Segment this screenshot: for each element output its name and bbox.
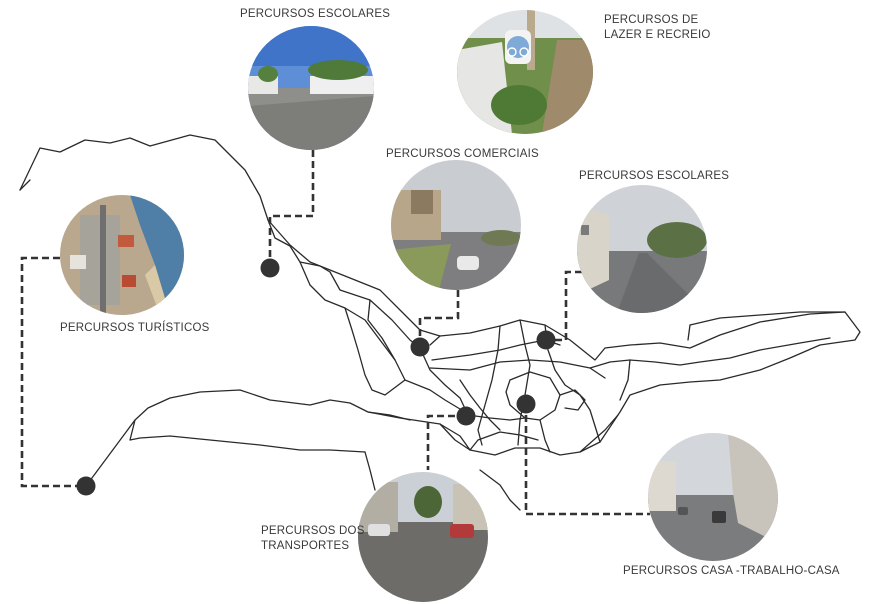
node-casa-trabalho xyxy=(516,394,536,414)
label-transportes-line2: TRANSPORTES xyxy=(261,540,350,552)
label-escolares-right: PERCURSOS ESCOLARES xyxy=(579,170,730,182)
label-casa-trabalho: PERCURSOS CASA -TRABALHO-CASA xyxy=(623,565,840,577)
label-turisticos: PERCURSOS TURÍSTICOS xyxy=(60,322,210,334)
label-escolares-top: PERCURSOS ESCOLARES xyxy=(240,8,391,20)
label-comerciais: PERCURSOS COMERCIAIS xyxy=(386,148,539,160)
node-turisticos xyxy=(76,476,96,496)
photo-escolares-top xyxy=(248,26,374,150)
connector-turisticos xyxy=(20,256,86,488)
photo-escolares-right xyxy=(577,185,707,313)
photo-lazer xyxy=(457,10,593,134)
node-escolares-right xyxy=(536,330,556,350)
label-lazer-line2: LAZER E RECREIO xyxy=(604,29,711,41)
node-escolares-top xyxy=(260,258,280,278)
connector-casa-trabalho xyxy=(524,404,650,516)
photo-comerciais xyxy=(391,160,521,290)
connector-escolares-top xyxy=(268,150,315,268)
node-transportes xyxy=(456,406,476,426)
connector-transportes xyxy=(426,414,466,470)
label-transportes-line1: PERCURSOS DOS xyxy=(261,525,365,537)
photo-casa-trabalho xyxy=(648,433,778,561)
photo-transportes xyxy=(358,472,488,602)
connector-escolares-right xyxy=(546,270,582,342)
photo-turisticos xyxy=(60,195,184,315)
node-comerciais xyxy=(410,337,430,357)
connector-comerciais xyxy=(418,290,460,347)
label-lazer-line1: PERCURSOS DE xyxy=(604,14,699,26)
